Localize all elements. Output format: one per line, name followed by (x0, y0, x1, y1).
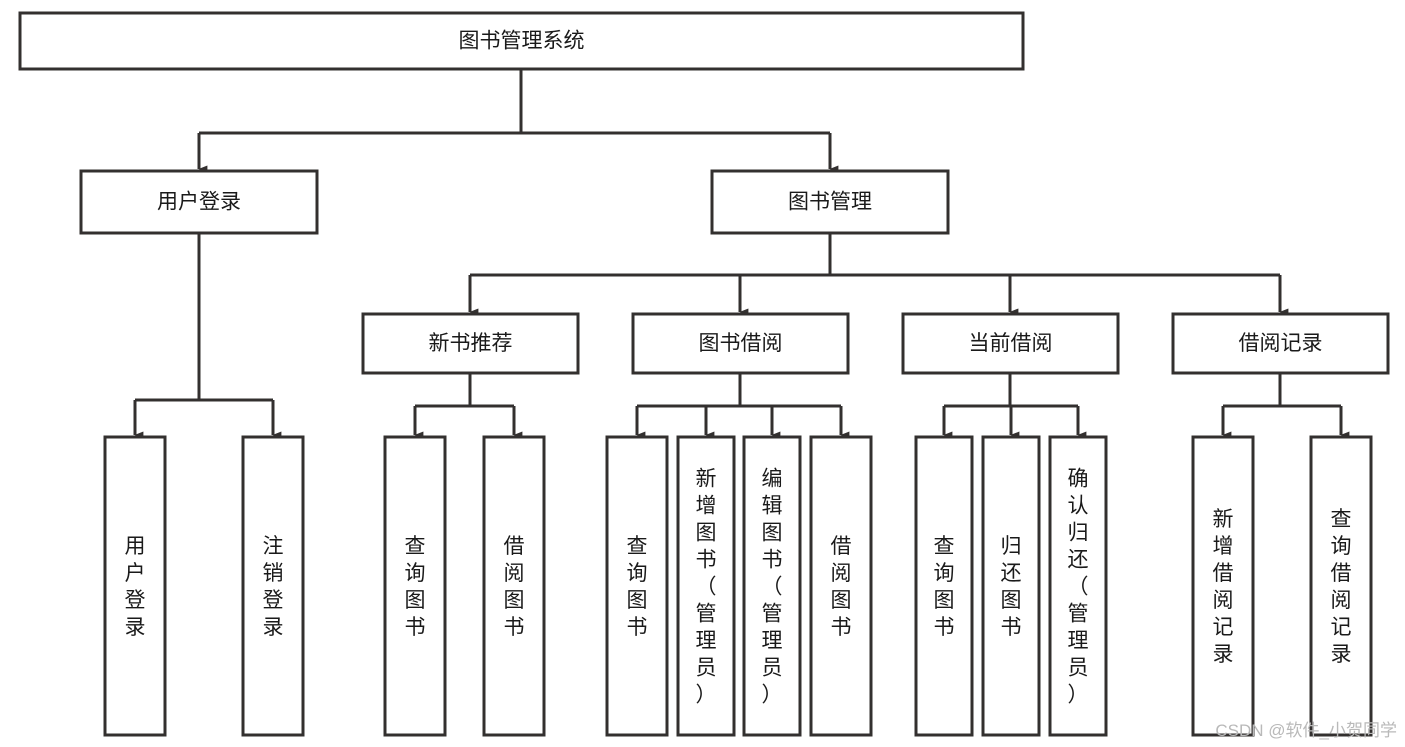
node-box-book-management[interactable] (710, 169, 950, 235)
node-label-user-login: 用户登录 (157, 191, 241, 214)
node-box-leaf-add-book-admin[interactable] (676, 435, 736, 737)
node-box-leaf-confirm-return-admin[interactable] (1048, 435, 1108, 737)
node-root[interactable]: 图书管理系统 (18, 11, 1025, 71)
node-leaf-user-login[interactable]: 用户登录 (103, 435, 167, 737)
node-box-leaf-add-borrow-record[interactable] (1191, 435, 1255, 737)
node-book-management[interactable]: 图书管理 (710, 169, 950, 235)
node-box-current-borrow[interactable] (901, 312, 1120, 375)
node-label-leaf-query-borrow-record: 查询借阅记录 (1331, 508, 1352, 666)
node-leaf-edit-book-admin[interactable]: 编辑图书（管理员） (742, 435, 802, 737)
node-borrow-record[interactable]: 借阅记录 (1171, 312, 1390, 375)
node-box-leaf-user-login[interactable] (103, 435, 167, 737)
node-label-leaf-add-book-admin: 新增图书（管理员） (696, 468, 717, 707)
node-leaf-return-book[interactable]: 归还图书 (981, 435, 1041, 737)
node-new-book-recommend[interactable]: 新书推荐 (361, 312, 580, 375)
node-label-leaf-edit-book-admin: 编辑图书（管理员） (762, 468, 783, 707)
node-box-leaf-query-book-current[interactable] (914, 435, 974, 737)
node-box-user-login[interactable] (79, 169, 319, 235)
node-box-leaf-query-book-recommend[interactable] (383, 435, 447, 737)
node-label-borrow-record: 借阅记录 (1239, 332, 1323, 355)
node-label-leaf-user-logout: 注销登录 (263, 535, 284, 639)
node-book-borrow[interactable]: 图书借阅 (631, 312, 850, 375)
connector-bookmgmt-to-level3 (468, 233, 1289, 316)
node-box-leaf-query-borrow-record[interactable] (1309, 435, 1373, 737)
node-leaf-add-book-admin[interactable]: 新增图书（管理员） (676, 435, 736, 737)
node-box-book-borrow[interactable] (631, 312, 850, 375)
node-leaf-query-book-recommend[interactable]: 查询图书 (383, 435, 447, 737)
node-label-leaf-borrow-book-recommend: 借阅图书 (504, 535, 525, 639)
node-label-new-book-recommend: 新书推荐 (429, 332, 513, 355)
node-leaf-query-borrow-record[interactable]: 查询借阅记录 (1309, 435, 1373, 737)
connector-record-to-leaves (1221, 373, 1350, 439)
node-layer: 图书管理系统用户登录图书管理新书推荐图书借阅当前借阅借阅记录用户登录注销登录查询… (18, 11, 1390, 737)
node-label-leaf-query-book-borrow: 查询图书 (627, 535, 648, 639)
node-user-login[interactable]: 用户登录 (79, 169, 319, 235)
csdn-watermark: CSDN @软件_小贺同学 (1215, 721, 1397, 740)
node-box-leaf-query-book-borrow[interactable] (605, 435, 669, 737)
node-box-leaf-return-book[interactable] (981, 435, 1041, 737)
node-current-borrow[interactable]: 当前借阅 (901, 312, 1120, 375)
node-leaf-query-book-current[interactable]: 查询图书 (914, 435, 974, 737)
node-leaf-add-borrow-record[interactable]: 新增借阅记录 (1191, 435, 1255, 737)
connector-borrow-to-leaves (635, 373, 850, 439)
node-box-leaf-user-logout[interactable] (241, 435, 305, 737)
connector-root-to-level2 (197, 69, 839, 173)
node-box-root[interactable] (18, 11, 1025, 71)
node-label-current-borrow: 当前借阅 (969, 332, 1053, 355)
node-label-root: 图书管理系统 (459, 30, 585, 53)
connector-recommend-to-leaves (413, 373, 523, 439)
node-label-book-management: 图书管理 (788, 191, 872, 214)
node-leaf-confirm-return-admin[interactable]: 确认归还（管理员） (1048, 435, 1108, 737)
node-box-leaf-borrow-book-recommend[interactable] (482, 435, 546, 737)
node-box-leaf-borrow-book[interactable] (809, 435, 873, 737)
node-label-leaf-confirm-return-admin: 确认归还（管理员） (1068, 468, 1089, 707)
node-label-leaf-add-borrow-record: 新增借阅记录 (1213, 508, 1234, 666)
node-leaf-borrow-book[interactable]: 借阅图书 (809, 435, 873, 737)
connector-layer (133, 69, 1350, 439)
node-box-leaf-edit-book-admin[interactable] (742, 435, 802, 737)
connector-current-to-leaves (942, 373, 1087, 439)
node-leaf-borrow-book-recommend[interactable]: 借阅图书 (482, 435, 546, 737)
node-label-book-borrow: 图书借阅 (699, 332, 783, 355)
node-label-leaf-user-login: 用户登录 (125, 535, 146, 639)
node-label-leaf-return-book: 归还图书 (1001, 535, 1022, 639)
node-label-leaf-borrow-book: 借阅图书 (831, 535, 852, 639)
node-leaf-query-book-borrow[interactable]: 查询图书 (605, 435, 669, 737)
connector-userlogin-to-leaves (133, 233, 282, 439)
node-label-leaf-query-book-current: 查询图书 (934, 535, 955, 639)
node-label-leaf-query-book-recommend: 查询图书 (405, 535, 426, 639)
node-box-new-book-recommend[interactable] (361, 312, 580, 375)
node-box-borrow-record[interactable] (1171, 312, 1390, 375)
node-leaf-user-logout[interactable]: 注销登录 (241, 435, 305, 737)
